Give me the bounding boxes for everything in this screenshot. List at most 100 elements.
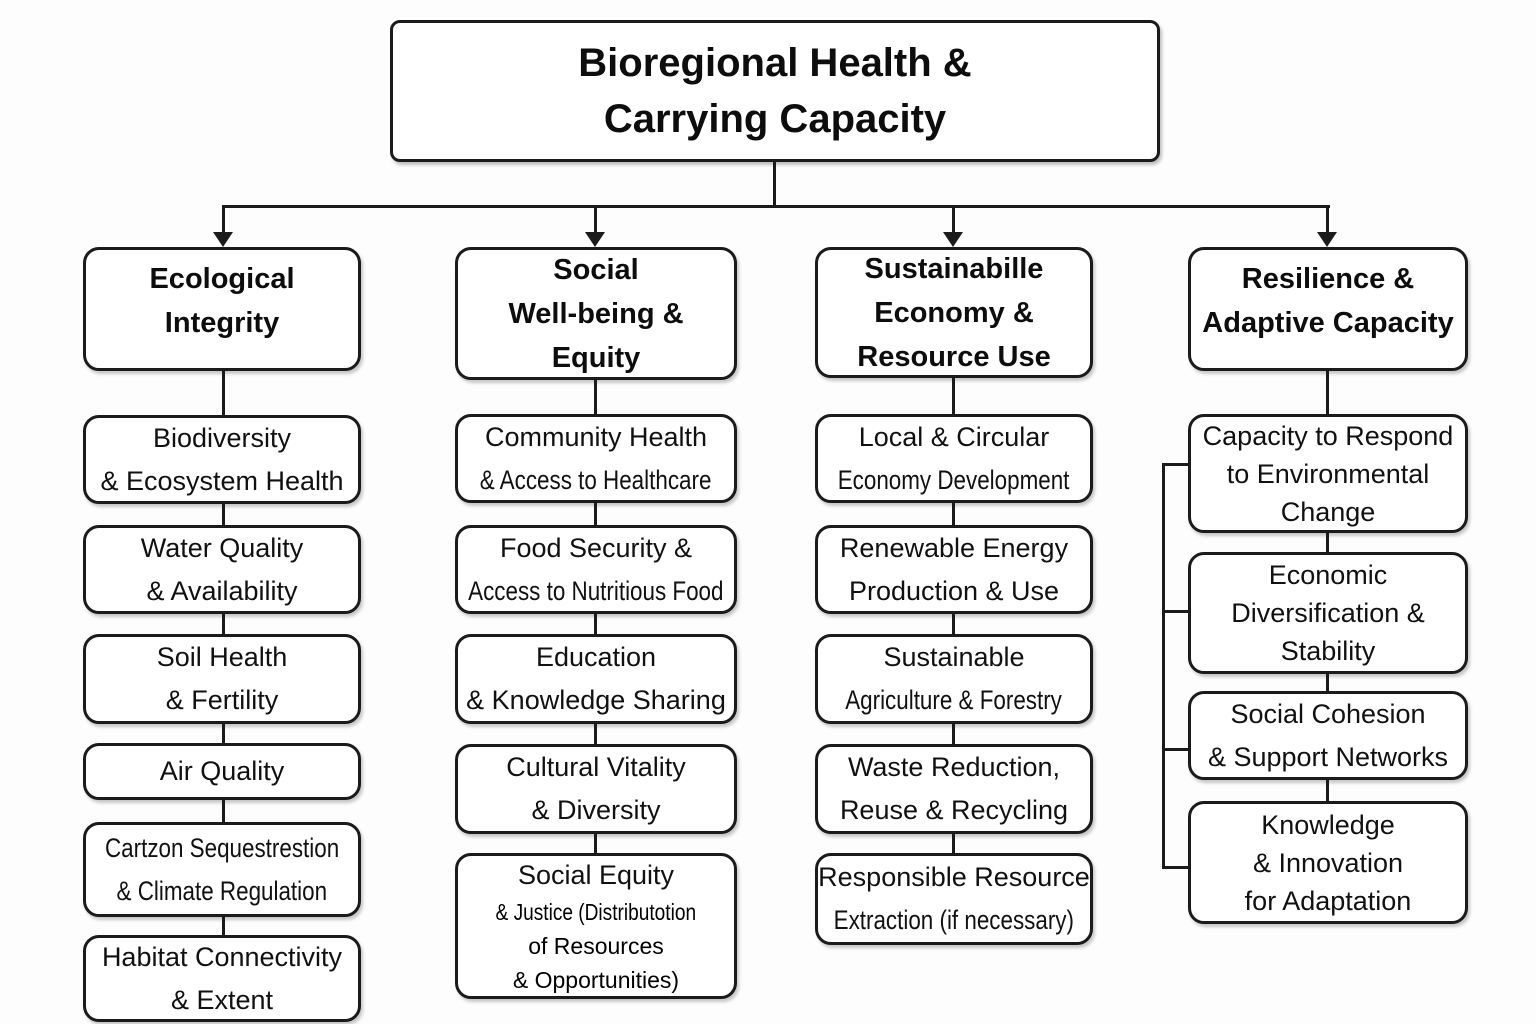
connector-col4 (1326, 532, 1329, 553)
node-text-line: Resilience & (1241, 263, 1415, 295)
node-text-line: Equity (551, 341, 641, 374)
connector-col4 (1326, 673, 1329, 692)
connector-title-stem (773, 161, 776, 207)
connector-col2 (594, 833, 597, 854)
connector-col3 (952, 833, 955, 854)
node-text-line: Community Health (484, 421, 708, 452)
node-text-line: & Ecosystem Health (100, 465, 344, 496)
node-text-line: Renewable Energy (839, 532, 1069, 563)
connector-col1 (222, 723, 225, 744)
node-text-line: Cultural Vitality (506, 752, 686, 782)
node-text-line: & Innovation (1252, 847, 1404, 878)
node-text-line: Extraction (if necessary) (833, 905, 1075, 935)
node-text-line: Economic (1268, 560, 1388, 590)
node-text-line: & Opportunities) (512, 967, 680, 993)
connector-col3 (952, 377, 955, 414)
connector-col1 (222, 371, 225, 415)
node-text-line: Integrity (164, 307, 280, 339)
node-social-cohesion-support-networks: Social Cohesion & Support Networks (1188, 691, 1468, 780)
node-text-line: Capacity to Respond (1202, 420, 1454, 451)
node-text-line: Social (553, 253, 639, 286)
arrow-down-icon (943, 232, 963, 247)
node-capacity-respond-environmental-change: Capacity to Respond to Environmental Cha… (1188, 414, 1468, 533)
node-text-line: Soil Health (156, 642, 288, 672)
node-text-line: & Justice (Distributotion (495, 899, 697, 925)
node-text-line: Diversification & (1231, 598, 1425, 628)
node-text-line: & Diversity (531, 795, 661, 825)
bracket-col4-stub (1162, 748, 1191, 751)
node-text-line: & Access to Healthcare (480, 464, 712, 495)
node-air-quality: Air Quality (83, 743, 361, 800)
bracket-col4-stub (1162, 610, 1191, 613)
node-sustainable-agriculture-forestry: Sustainable Agriculture & Forestry (815, 634, 1093, 724)
connector-arrow-stem-col2 (594, 205, 597, 234)
node-text-line: Social Cohesion (1230, 698, 1426, 729)
node-text-line: Economy & (874, 296, 1034, 329)
connector-col4 (1326, 371, 1329, 414)
node-text-line: Food Security & (499, 532, 693, 563)
node-text-line: to Environmental (1226, 458, 1430, 489)
node-text-line: Biodiversity (152, 422, 292, 453)
connector-arrow-stem-col4 (1326, 205, 1329, 234)
node-text-line: Social Equity (517, 860, 675, 890)
connector-col3 (952, 502, 955, 526)
node-local-circular-economy: Local & Circular Economy Development (815, 414, 1093, 503)
connector-col3 (952, 613, 955, 635)
node-text-line: & Support Networks (1207, 741, 1449, 772)
connector-col2 (594, 613, 597, 635)
connector-col1 (222, 799, 225, 823)
node-text-line: Change (1280, 496, 1376, 527)
node-text-line: Knowledge (1261, 809, 1395, 840)
node-text-line: Education (535, 642, 657, 672)
node-text-line: Water Quality (140, 532, 304, 563)
connector-col1 (222, 916, 225, 936)
node-text-line: Air Quality (159, 756, 285, 786)
connector-col4 (1326, 779, 1329, 802)
node-text-line: Access to Nutritious Food (468, 575, 724, 606)
node-text-line: Adaptive Capacity (1202, 307, 1454, 339)
node-cultural-vitality-diversity: Cultural Vitality & Diversity (455, 744, 737, 834)
node-text-line: Habitat Connectivity (101, 941, 343, 972)
node-text-line: Stability (1280, 636, 1376, 666)
node-text-line: Bioregional Health & (578, 41, 972, 85)
node-text-line: Ecological (149, 263, 295, 295)
node-knowledge-innovation-adaptation: Knowledge & Innovation for Adaptation (1188, 801, 1468, 924)
node-ecological-integrity: Ecological Integrity (83, 247, 361, 371)
node-sustainable-economy-resource-use: Sustainabille Economy & Resource Use (815, 247, 1093, 378)
node-text-line: & Climate Regulation (116, 875, 328, 906)
node-text-line: Responsible Resource (818, 862, 1090, 892)
arrow-down-icon (1317, 232, 1337, 247)
node-text-line: & Extent (170, 984, 274, 1015)
bracket-col4-stub (1162, 463, 1191, 466)
node-text-line: Carrying Capacity (603, 97, 947, 141)
bracket-col4-vertical (1162, 463, 1165, 869)
node-text-line: & Availability (146, 575, 298, 606)
bracket-col4-stub (1162, 866, 1191, 869)
node-text-line: Production & Use (848, 575, 1060, 606)
node-habitat-connectivity-extent: Habitat Connectivity & Extent (83, 935, 361, 1022)
node-water-quality-availability: Water Quality & Availability (83, 525, 361, 614)
node-text-line: Local & Circular (858, 421, 1050, 452)
connector-horizontal-bus (223, 205, 1330, 208)
node-renewable-energy-production-use: Renewable Energy Production & Use (815, 525, 1093, 614)
node-economic-diversification-stability: Economic Diversification & Stability (1188, 552, 1468, 674)
node-soil-health-fertility: Soil Health & Fertility (83, 634, 361, 724)
node-biodiversity-ecosystem-health: Biodiversity & Ecosystem Health (83, 415, 361, 504)
connector-col3 (952, 723, 955, 745)
node-responsible-resource-extraction: Responsible Resource Extraction (if nece… (815, 853, 1093, 945)
node-text-line: Economy Development (838, 464, 1070, 495)
connector-col2 (594, 723, 597, 745)
node-bioregional-health-carrying-capacity: Bioregional Health & Carrying Capacity (390, 20, 1160, 162)
node-social-equity-justice: Social Equity & Justice (Distributotion … (455, 853, 737, 999)
node-waste-reduction-reuse-recycling: Waste Reduction, Reuse & Recycling (815, 744, 1093, 834)
node-social-wellbeing-equity: Social Well-being & Equity (455, 247, 737, 380)
node-text-line: Sustainabille (864, 252, 1044, 285)
arrow-down-icon (585, 232, 605, 247)
node-resilience-adaptive-capacity: Resilience & Adaptive Capacity (1188, 247, 1468, 371)
node-food-security-nutritious-food: Food Security & Access to Nutritious Foo… (455, 525, 737, 614)
arrow-down-icon (213, 232, 233, 247)
connector-arrow-stem-col1 (222, 205, 225, 234)
connector-col2 (594, 379, 597, 414)
node-text-line: & Knowledge Sharing (466, 685, 726, 715)
